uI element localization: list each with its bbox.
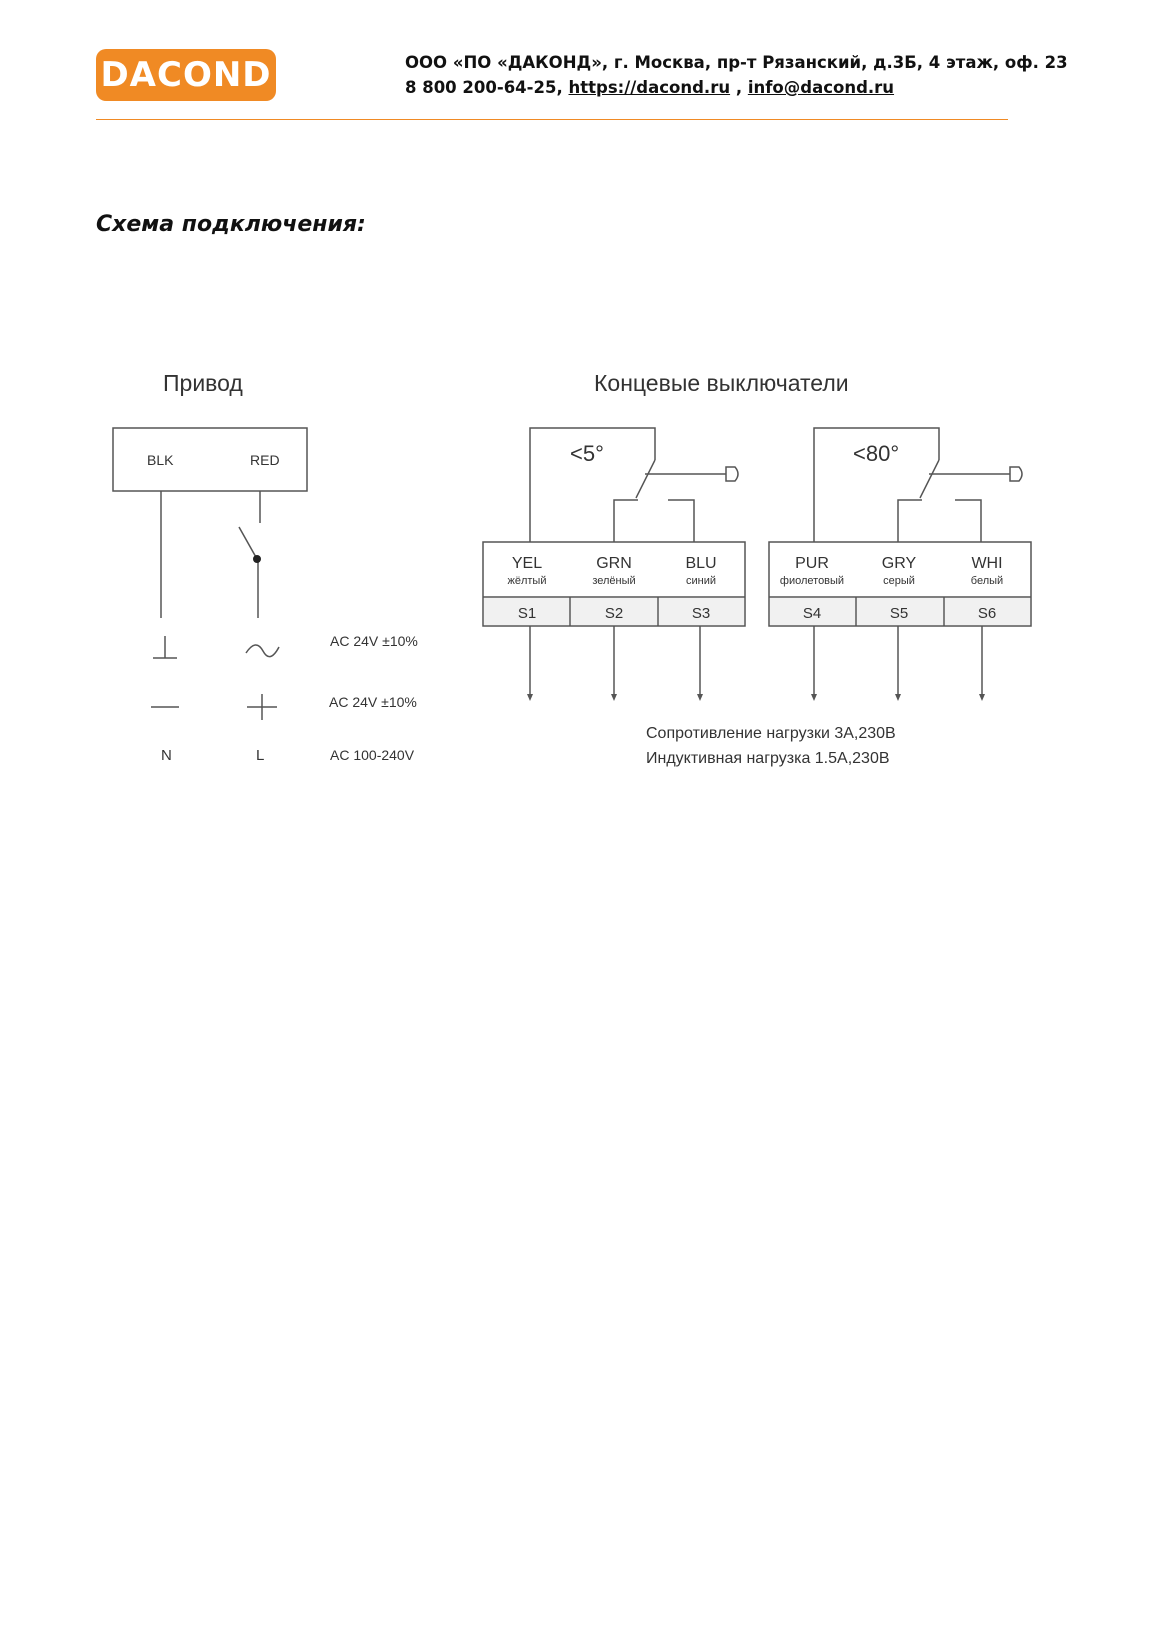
- wire-color-s1: жёлтый: [508, 575, 547, 587]
- switch2-angle: <80°: [853, 441, 899, 466]
- switch2-frame: [813, 427, 940, 542]
- terminal-s2: S2: [605, 605, 623, 622]
- line-label: L: [256, 747, 264, 764]
- spec-row-3: AC 100-240V: [330, 747, 415, 763]
- switch2-roller-icon: [1009, 466, 1023, 482]
- spec-row-1: AC 24V ±10%: [330, 633, 418, 649]
- switch1-lever: [635, 459, 656, 499]
- wire-code-s2: GRN: [596, 555, 632, 572]
- wiring-diagram: Привод BLK RED AC 24V ±10% AC 24V ±10% N…: [112, 370, 1032, 767]
- switch1-roller-icon: [725, 466, 739, 482]
- dacond-logo: DACOND: [96, 49, 276, 101]
- switch2-com-wire: [897, 499, 922, 542]
- website-link[interactable]: https://dacond.ru: [568, 78, 731, 97]
- company-contacts: 8 800 200-64-25, https://dacond.ru , inf…: [405, 75, 1068, 100]
- terminal-s5: S5: [890, 605, 908, 622]
- wire-color-s3: синий: [686, 575, 716, 587]
- switch2-no-wire: [955, 499, 982, 542]
- email-link[interactable]: info@dacond.ru: [747, 78, 895, 97]
- spec-row-2: AC 24V ±10%: [329, 694, 417, 710]
- terminal-blk-label: BLK: [147, 452, 174, 468]
- wire-color-s5: серый: [883, 575, 915, 587]
- terminal-s1: S1: [518, 605, 536, 622]
- load-resistive: Сопротивление нагрузки 3A,230В: [646, 725, 896, 742]
- limit-switches-title: Концевые выключатели: [594, 370, 849, 396]
- wire-color-s4: фиолетовый: [780, 575, 844, 587]
- switch1-frame: [529, 427, 656, 542]
- wire-code-s4: PUR: [795, 555, 829, 572]
- switch2-lever: [919, 459, 940, 499]
- section-title: Схема подключения:: [96, 212, 366, 237]
- wire-code-s6: WHI: [971, 555, 1002, 572]
- company-phone: 8 800 200-64-25,: [405, 78, 569, 97]
- actuator-box: [112, 427, 308, 492]
- switch-pivot-icon: [253, 555, 261, 563]
- switch1-com-wire: [613, 499, 638, 542]
- wire-color-s6: белый: [971, 575, 1003, 587]
- terminal-s6: S6: [978, 605, 996, 622]
- actuator-title: Привод: [163, 370, 243, 396]
- actuator-switch-contact: [238, 526, 258, 560]
- company-address: ООО «ПО «ДАКОНД», г. Москва, пр-т Рязанс…: [405, 53, 1068, 72]
- ac-wave-icon: [245, 644, 280, 658]
- switch1-angle: <5°: [570, 441, 604, 466]
- wire-code-s3: BLU: [685, 555, 716, 572]
- contact-separator: ,: [730, 78, 748, 97]
- terminal-red-label: RED: [250, 452, 280, 468]
- terminal-s3: S3: [692, 605, 710, 622]
- company-info: ООО «ПО «ДАКОНД», г. Москва, пр-т Рязанс…: [405, 50, 1068, 100]
- lead-arrows: [527, 694, 985, 701]
- load-inductive: Индуктивная нагрузка 1.5A,230В: [646, 750, 890, 767]
- wire-color-s2: зелёный: [592, 575, 635, 587]
- output-leads: [529, 626, 983, 697]
- switch1-no-wire: [668, 499, 695, 542]
- terminal-block-2: [768, 541, 1032, 627]
- terminal-s4: S4: [803, 605, 821, 622]
- header-divider: [96, 119, 1008, 120]
- logo-text: DACOND: [100, 55, 272, 95]
- wire-code-s5: GRY: [882, 555, 917, 572]
- wire-code-s1: YEL: [512, 555, 542, 572]
- neutral-label: N: [161, 747, 172, 764]
